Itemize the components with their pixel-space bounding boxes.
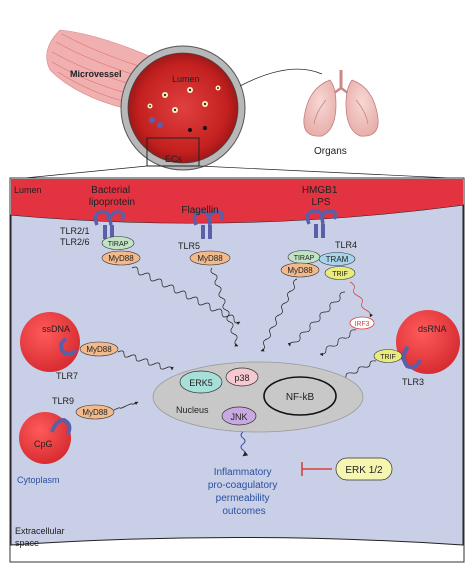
dsrna-label: dsRNA bbox=[418, 324, 447, 334]
signal-arrows bbox=[113, 266, 377, 411]
p38-node: p38 bbox=[225, 367, 259, 387]
jnk-node: JNK bbox=[221, 406, 257, 426]
svg-text:TRIF: TRIF bbox=[380, 354, 396, 361]
svg-text:MyD88: MyD88 bbox=[86, 345, 112, 354]
extracellular-label: Extracellular space bbox=[15, 526, 67, 548]
bacterial-lipoprotein-label: Bacterial lipoprotein bbox=[89, 185, 135, 208]
cpg-endosome bbox=[19, 412, 71, 464]
vessel-lumen bbox=[127, 52, 239, 164]
svg-text:TRAM: TRAM bbox=[326, 255, 349, 264]
svg-text:p38: p38 bbox=[234, 373, 249, 383]
nucleus-output-arrow bbox=[240, 431, 249, 457]
trif-to-irf3-arrow bbox=[349, 281, 373, 318]
cell-panel-frame bbox=[9, 177, 465, 563]
tlr2-label: TLR2/1 TLR2/6 bbox=[60, 226, 92, 247]
tlr3-receptor bbox=[401, 345, 422, 370]
svg-text:TRIF: TRIF bbox=[332, 271, 348, 278]
blood-cells bbox=[147, 85, 221, 132]
tlr2-receptor bbox=[93, 210, 126, 239]
ssdna-endosome bbox=[20, 312, 80, 372]
tlr3-trif: TRIF bbox=[373, 349, 403, 363]
tlr7-receptor bbox=[59, 337, 78, 357]
flagellin-label: Flagellin bbox=[181, 205, 218, 216]
svg-text:ERK5: ERK5 bbox=[189, 378, 213, 388]
tlr5-receptor bbox=[192, 210, 225, 239]
tlr5-label: TLR5 bbox=[178, 241, 200, 251]
erk12-node: ERK 1/2 bbox=[335, 457, 393, 481]
svg-text:JNK: JNK bbox=[230, 412, 247, 422]
tlr4-receptor bbox=[305, 209, 338, 238]
ec-zoom-box bbox=[146, 137, 200, 167]
tlr4-label: TLR4 bbox=[335, 240, 357, 250]
svg-text:NF-kB: NF-kB bbox=[286, 392, 315, 403]
vessel-striations bbox=[51, 33, 187, 113]
svg-text:ERK 1/2: ERK 1/2 bbox=[345, 465, 383, 476]
ecs-label: ECs bbox=[165, 154, 183, 164]
svg-text:MyD88: MyD88 bbox=[82, 408, 108, 417]
microvessel-label: Microvessel bbox=[70, 69, 122, 79]
svg-text:MyD88: MyD88 bbox=[197, 254, 223, 263]
tlr9-label: TLR9 bbox=[52, 396, 74, 406]
ssdna-label: ssDNA bbox=[42, 324, 70, 334]
tlr5-adaptors: MyD88 bbox=[189, 250, 231, 266]
nfkb-node: NF-kB bbox=[263, 376, 337, 416]
svg-text:MyD88: MyD88 bbox=[287, 266, 313, 275]
organ-link-curve bbox=[239, 68, 323, 87]
irf3-node: IRF3 bbox=[349, 316, 375, 330]
svg-text:IRF3: IRF3 bbox=[354, 321, 369, 328]
lumen-band bbox=[11, 179, 463, 223]
tlr9-myd88: MyD88 bbox=[75, 404, 115, 420]
hmgb1-lps-label: HMGB1 LPS bbox=[302, 185, 340, 208]
svg-text:MyD88: MyD88 bbox=[108, 254, 134, 263]
nucleus-label: Nucleus bbox=[176, 405, 209, 415]
cpg-label: CpG bbox=[34, 439, 53, 449]
cytoplasm-label: Cytoplasm bbox=[17, 475, 60, 485]
erk5-node: ERK5 bbox=[179, 370, 223, 394]
tlr7-label: TLR7 bbox=[56, 371, 78, 381]
tlr9-receptor bbox=[50, 417, 72, 435]
organs-label: Organs bbox=[314, 146, 347, 157]
svg-text:TIRAP: TIRAP bbox=[294, 255, 315, 262]
tlr7-myd88: MyD88 bbox=[79, 341, 119, 357]
tlr4-adaptors: TIRAP MyD88 TRAM TRIF bbox=[280, 250, 356, 280]
dsrna-endosome bbox=[396, 310, 460, 374]
tlr3-label: TLR3 bbox=[402, 377, 424, 387]
lungs-icon bbox=[303, 70, 379, 137]
tlr2-adaptors: TIRAP MyD88 bbox=[101, 236, 141, 266]
lumen-label: Lumen bbox=[14, 185, 42, 195]
svg-text:TIRAP: TIRAP bbox=[108, 241, 129, 248]
outcomes-text: Inflammatory pro-coagulatory permeabilit… bbox=[208, 467, 280, 517]
lumen-top-label: Lumen bbox=[172, 74, 200, 84]
